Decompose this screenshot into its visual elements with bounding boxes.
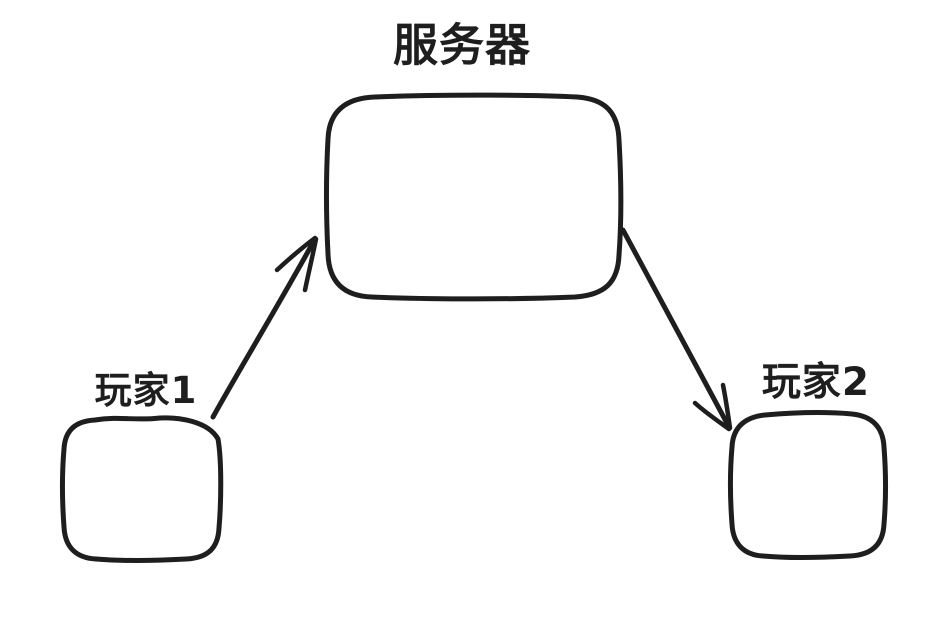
player1-node-box (60, 415, 224, 563)
player1-node-label: 玩家1 (94, 369, 198, 412)
arrow-player1-to-server (210, 235, 319, 420)
player2-node-box (728, 410, 888, 560)
arrowhead-up-icon (274, 235, 318, 273)
arrowhead-down-icon (692, 400, 732, 432)
player2-node-label: 玩家2 (761, 360, 871, 405)
server-node-label: 服务器 (392, 18, 532, 72)
arrow-server-to-player2 (620, 227, 733, 432)
server-node-box (324, 92, 624, 302)
